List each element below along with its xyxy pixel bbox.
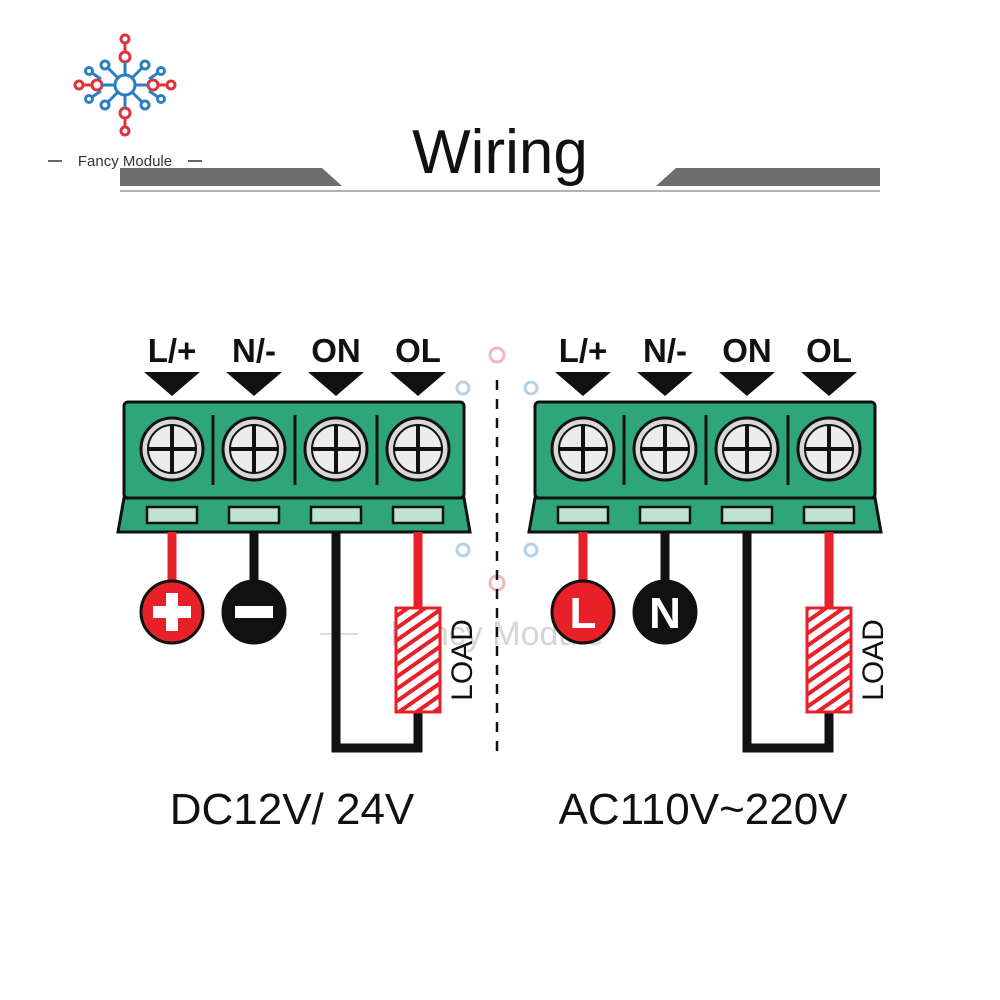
dc-screw-icon-3 — [303, 416, 369, 482]
page-title: Wiring — [412, 118, 588, 187]
ac-terminal-label-ol: OL — [806, 332, 852, 369]
ac-arrow-icon-2 — [637, 372, 693, 396]
dc-terminal-label-l: L/+ — [148, 332, 197, 369]
ac-screw-icon-2 — [632, 416, 698, 482]
brand-logo — [73, 33, 177, 137]
dc-screw-icon-4 — [385, 416, 451, 482]
ac-terminal-label-l: L/+ — [559, 332, 608, 369]
dc-terminal-label-on: ON — [311, 332, 361, 369]
brand-name: Fancy Module — [48, 153, 202, 170]
ac-arrow-icon-1 — [555, 372, 611, 396]
ac-line-terminal-icon: L — [550, 579, 616, 645]
dc-load-label: LOAD — [446, 619, 479, 701]
dc-wire-on — [331, 532, 423, 753]
ac-screw-icon-4 — [796, 416, 862, 482]
dc-panel: L/+ N/- ON OL — [116, 332, 479, 834]
dc-arrow-icon-3 — [308, 372, 364, 396]
ac-neutral-terminal-icon: N — [632, 579, 698, 645]
dc-arrow-icon-4 — [390, 372, 446, 396]
ac-arrow-icon-3 — [719, 372, 775, 396]
dc-screw-icon-1 — [139, 416, 205, 482]
ac-line-label: L — [570, 589, 597, 638]
ac-panel: L/+ N/- ON OL — [527, 332, 890, 834]
dc-caption: DC12V/ 24V — [170, 785, 415, 834]
ac-screw-icon-1 — [550, 416, 616, 482]
dc-arrow-icon-1 — [144, 372, 200, 396]
ac-wire-on — [742, 532, 834, 753]
dc-screw-icon-2 — [221, 416, 287, 482]
ac-screw-icon-3 — [714, 416, 780, 482]
dc-arrow-icon-2 — [226, 372, 282, 396]
ac-arrow-icon-4 — [801, 372, 857, 396]
brand-name-text: Fancy Module — [78, 153, 172, 170]
dc-terminal-label-n: N/- — [232, 332, 276, 369]
ac-terminal-label-on: ON — [722, 332, 772, 369]
ac-load-icon — [805, 606, 853, 714]
ac-caption: AC110V~220V — [558, 785, 848, 834]
ac-load-label: LOAD — [857, 619, 890, 701]
title-banner — [120, 168, 880, 192]
ac-terminal-label-n: N/- — [643, 332, 687, 369]
ac-neutral-label: N — [649, 589, 681, 638]
dc-terminal-label-ol: OL — [395, 332, 441, 369]
banner-left-bar — [120, 168, 342, 186]
dc-positive-terminal-icon — [139, 579, 205, 645]
dc-negative-terminal-icon — [221, 579, 287, 645]
banner-right-bar — [656, 168, 880, 186]
dc-load-icon — [394, 606, 442, 714]
